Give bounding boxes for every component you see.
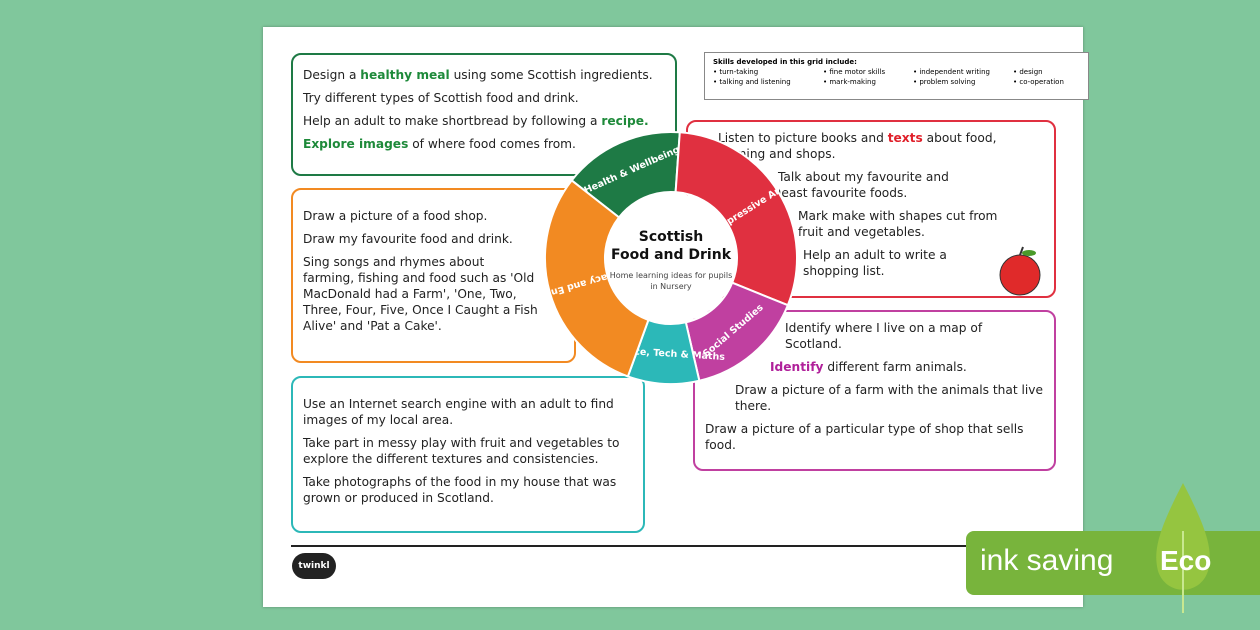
- activity: Take photographs of the food in my house…: [303, 475, 617, 505]
- ink-saving-badge: ink saving: [966, 531, 1260, 595]
- activity: Take part in messy play with fruit and v…: [303, 436, 620, 466]
- activity: Sing songs and rhymes about farming, fis…: [303, 255, 538, 333]
- activity: Talk about my favourite and least favour…: [778, 170, 949, 200]
- leaf-icon: [1156, 483, 1210, 613]
- skill: • turn-taking: [713, 68, 759, 76]
- wheel-title-1: Scottish: [638, 229, 704, 245]
- activity: Identify where I live on a map of Scotla…: [785, 321, 983, 351]
- twinkl-logo: twinkl: [292, 553, 336, 579]
- wheel-title-2: Food and Drink: [610, 247, 732, 263]
- skill: • fine motor skills: [823, 68, 886, 76]
- activity: Draw a picture of a particular type of s…: [705, 422, 1024, 452]
- wheel-subtitle: Home learning ideas for pupils in Nurser…: [609, 271, 733, 291]
- activity: Draw my favourite food and drink.: [303, 232, 513, 246]
- literacy-box: Draw a picture of a food shop. Draw my f…: [291, 188, 576, 363]
- health-box: Design a healthy meal using some Scottis…: [291, 53, 677, 176]
- skill: • independent writing: [913, 68, 990, 76]
- skill: • problem solving: [913, 78, 976, 86]
- skill: • co-operation: [1013, 78, 1064, 86]
- activity: Use an Internet search engine with an ad…: [303, 397, 614, 427]
- skills-title: Skills developed in this grid include:: [713, 58, 857, 66]
- activity: Mark make with shapes cut from fruit and…: [798, 209, 998, 239]
- activity: Identify different farm animals.: [770, 360, 967, 374]
- wheel-center: Scottish Food and Drink Home learning id…: [606, 228, 736, 292]
- activity: Design a healthy meal using some Scottis…: [303, 68, 653, 82]
- skill: • design: [1013, 68, 1043, 76]
- activity: Explore images of where food comes from.: [303, 137, 576, 151]
- wheel-hub: [606, 193, 736, 323]
- activity: Help an adult to make shortbread by foll…: [303, 114, 649, 128]
- apple-icon: [999, 246, 1041, 296]
- activity: Draw a picture of a food shop.: [303, 209, 488, 223]
- ink-saving-label: ink saving: [980, 544, 1114, 577]
- science-box: Use an Internet search engine with an ad…: [291, 376, 645, 533]
- footer-line: [291, 545, 971, 547]
- activity: Help an adult to write a shopping list.: [803, 248, 947, 278]
- wheel-segment: [674, 131, 798, 307]
- eco-label: Eco: [1160, 545, 1212, 576]
- skill: • mark-making: [823, 78, 876, 86]
- activity: Draw a picture of a farm with the animal…: [735, 383, 1043, 413]
- skills-box: Skills developed in this grid include: •…: [704, 52, 1089, 100]
- skill: • talking and listening: [713, 78, 791, 86]
- wheel-segment: [544, 179, 650, 378]
- activity: Try different types of Scottish food and…: [303, 91, 579, 105]
